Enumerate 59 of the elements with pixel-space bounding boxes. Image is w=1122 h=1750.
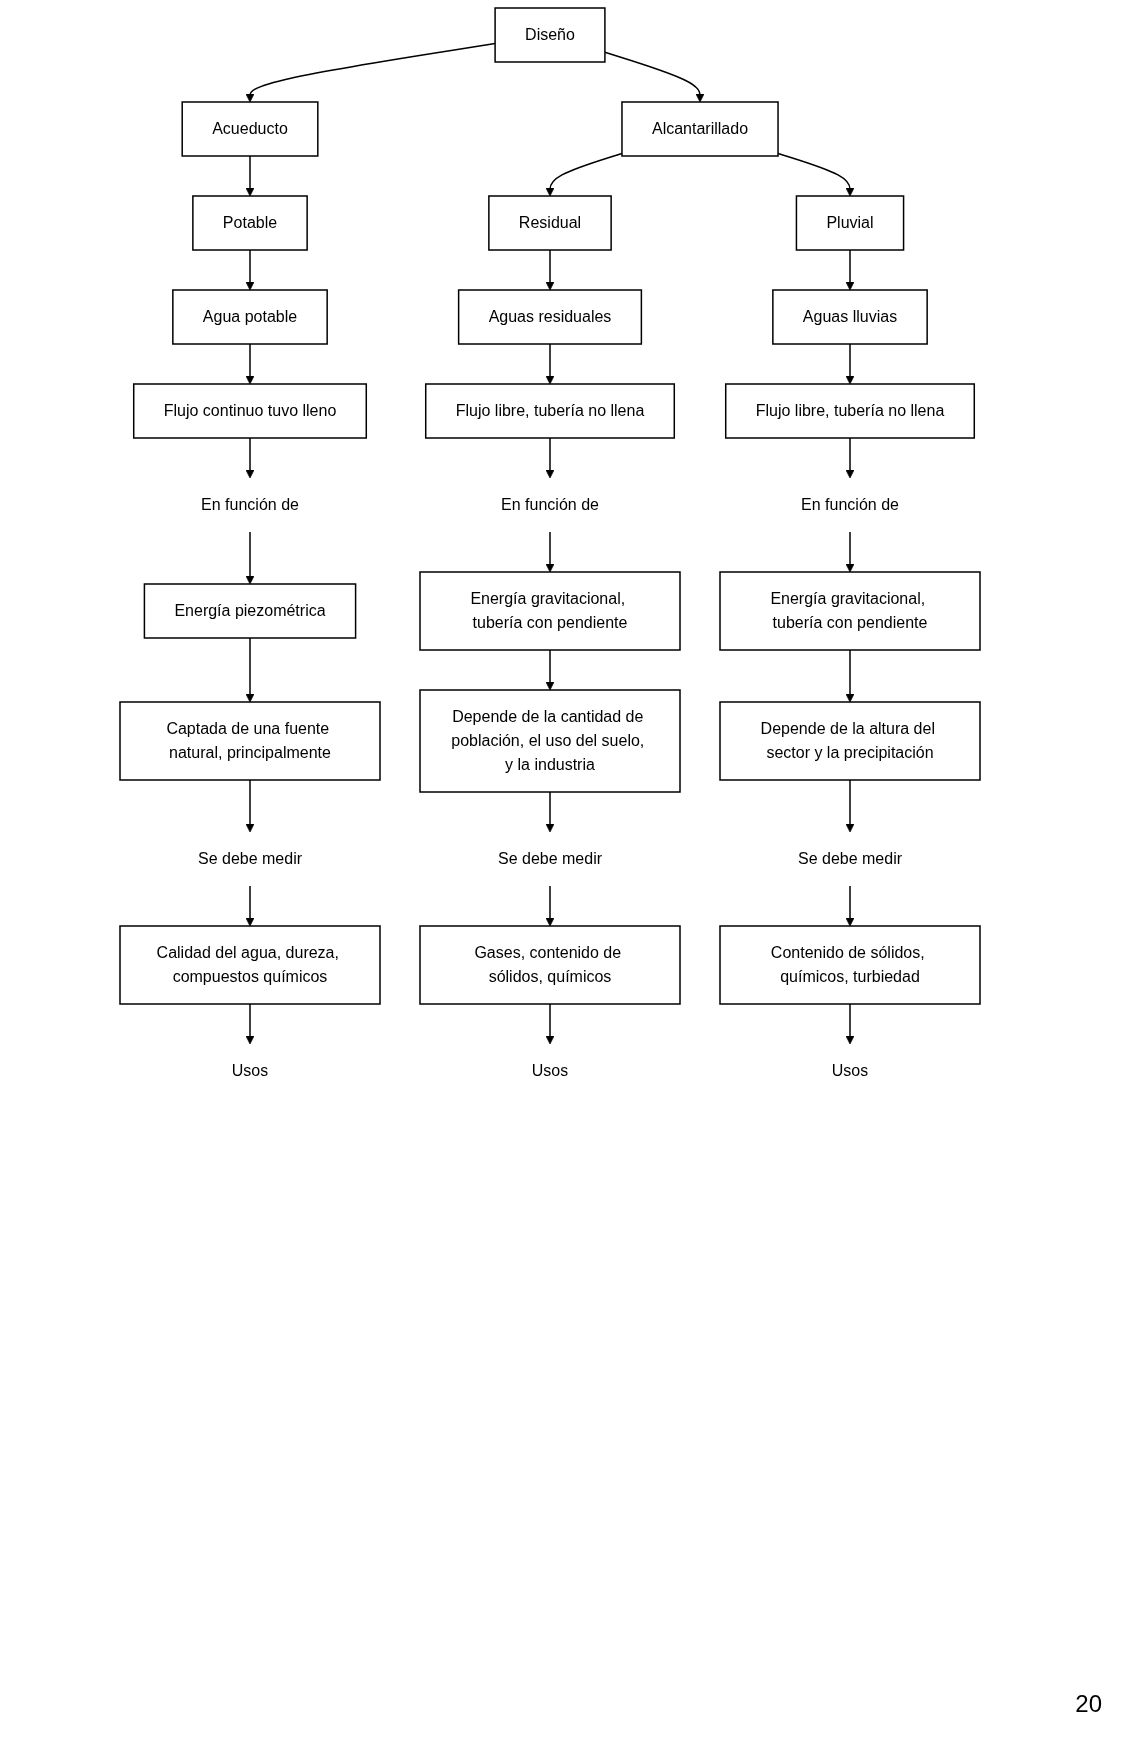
- node-box: Contenido de sólidos, químicos, turbiedad: [719, 925, 981, 1005]
- node-text: Se debe medir: [497, 850, 603, 867]
- node-text: Usos: [531, 1062, 569, 1079]
- arrow: [845, 343, 855, 385]
- arrow: [845, 1003, 855, 1045]
- arrow: [845, 531, 855, 573]
- arrow: [545, 531, 555, 573]
- arrow: [245, 637, 255, 703]
- node-box: Captada de una fuente natural, principalmente: [119, 701, 381, 781]
- node-box: Energía gravitacional, tubería con pendiente: [719, 571, 981, 651]
- node-text: Usos: [831, 1062, 869, 1079]
- arrow: [845, 885, 855, 927]
- node-box: Energía piezométrica: [143, 583, 357, 639]
- node-box: Residual: [488, 195, 612, 251]
- arrow: [777, 152, 855, 197]
- arrow: [245, 779, 255, 833]
- node-text: En función de: [201, 496, 299, 513]
- node-box: Aguas residuales: [457, 289, 643, 345]
- arrow: [245, 531, 255, 585]
- node-box: Pluvial: [795, 195, 905, 251]
- node-box: Diseño: [494, 7, 606, 63]
- arrow: [245, 885, 255, 927]
- arrow: [545, 343, 555, 385]
- node-text: Usos: [231, 1062, 269, 1079]
- arrow: [545, 885, 555, 927]
- node-box: Calidad del agua, dureza, compuestos químicos: [119, 925, 381, 1005]
- node-text: Se debe medir: [197, 850, 303, 867]
- arrow: [245, 437, 255, 479]
- node-box: Depende de la altura del sector y la precipitación: [719, 701, 981, 781]
- arrow: [545, 791, 555, 833]
- arrow: [604, 51, 705, 103]
- node-box: Gases, contenido de sólidos, químicos: [419, 925, 681, 1005]
- node-box: Alcantarillado: [621, 101, 779, 157]
- node-text: Se debe medir: [797, 850, 903, 867]
- node-box: Aguas lluvias: [772, 289, 928, 345]
- node-box: Acueducto: [181, 101, 319, 157]
- arrow: [845, 437, 855, 479]
- node-box: Flujo libre, tubería no llena: [424, 383, 676, 439]
- arrow: [545, 249, 555, 291]
- arrow: [845, 249, 855, 291]
- arrow: [545, 1003, 555, 1045]
- node-box: Flujo libre, tubería no llena: [724, 383, 976, 439]
- node-box: Depende de la cantidad de población, el uso del suelo, y la industria: [419, 689, 681, 793]
- arrow: [245, 155, 255, 197]
- node-box: Flujo continuo tuvo lleno: [132, 383, 368, 439]
- node-box: Energía gravitacional, tubería con pendiente: [419, 571, 681, 651]
- arrow: [245, 1003, 255, 1045]
- arrow: [245, 343, 255, 385]
- arrow: [545, 437, 555, 479]
- node-text: En función de: [501, 496, 599, 513]
- node-box: Potable: [192, 195, 308, 251]
- arrow: [845, 779, 855, 833]
- arrow: [545, 649, 555, 691]
- arrow: [245, 42, 496, 103]
- node-text: En función de: [801, 496, 899, 513]
- page-number: 20: [1074, 1690, 1102, 1718]
- arrow: [845, 649, 855, 703]
- node-box: Agua potable: [172, 289, 328, 345]
- arrow: [245, 249, 255, 291]
